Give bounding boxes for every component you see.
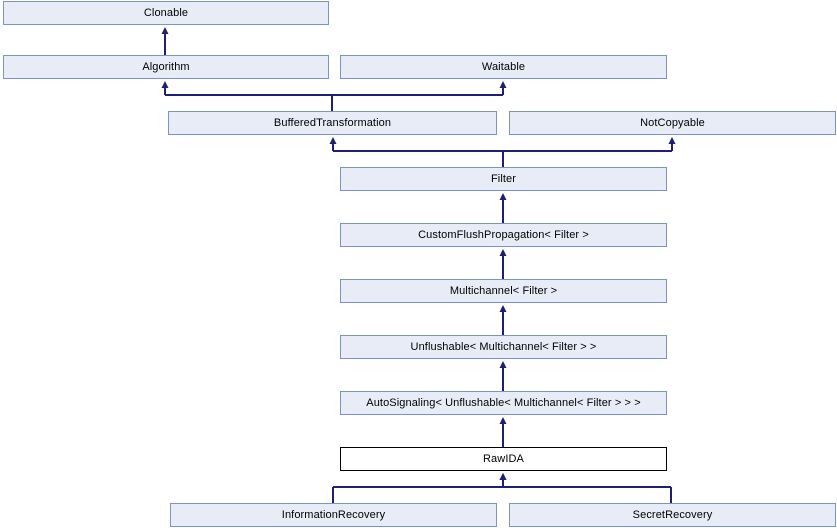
class-node-label: Waitable — [481, 60, 526, 73]
class-node-label: Unflushable< Multichannel< Filter > > — [410, 340, 597, 353]
class-node-multichannel[interactable]: Multichannel< Filter > — [340, 279, 667, 303]
inheritance-arrow-secretrec-to-rawida — [499, 473, 672, 503]
class-node-autosignaling[interactable]: AutoSignaling< Unflushable< Multichannel… — [340, 391, 667, 415]
class-node-notcopyable[interactable]: NotCopyable — [509, 111, 836, 135]
class-node-waitable[interactable]: Waitable — [340, 55, 667, 79]
class-node-bufferedtrans[interactable]: BufferedTransformation — [168, 111, 497, 135]
inheritance-arrow-filter-to-notcopyable — [502, 137, 676, 167]
class-node-filter[interactable]: Filter — [340, 167, 667, 191]
inheritance-arrow-filter-to-bufferedtrans — [329, 137, 504, 167]
class-node-clonable[interactable]: Clonable — [3, 1, 329, 25]
inheritance-arrow-bufferedtrans-to-algorithm — [161, 81, 333, 111]
class-node-label: CustomFlushPropagation< Filter > — [418, 228, 589, 241]
class-node-label: Filter — [490, 172, 517, 185]
class-node-customflush[interactable]: CustomFlushPropagation< Filter > — [340, 223, 667, 247]
class-node-algorithm[interactable]: Algorithm — [3, 55, 329, 79]
class-node-label: InformationRecovery — [281, 508, 386, 521]
class-node-secretrec[interactable]: SecretRecovery — [509, 503, 836, 527]
class-node-label: Clonable — [143, 6, 189, 19]
class-node-label: Algorithm — [142, 60, 190, 73]
class-node-unflushable[interactable]: Unflushable< Multichannel< Filter > > — [340, 335, 667, 359]
class-node-label: RawIDA — [483, 452, 524, 465]
inheritance-arrow-rawida-to-autosignaling — [499, 417, 507, 447]
class-node-label: NotCopyable — [640, 116, 705, 129]
inheritance-arrow-bufferedtrans-to-waitable — [331, 81, 507, 111]
inheritance-arrow-multichannel-to-customflush — [499, 249, 507, 279]
class-node-rawida[interactable]: RawIDA — [340, 447, 667, 471]
inheritance-arrow-autosignaling-to-unflushable — [499, 361, 507, 391]
class-node-label: SecretRecovery — [632, 508, 713, 521]
inheritance-arrow-algorithm-to-clonable — [161, 27, 169, 55]
inheritance-arrow-customflush-to-filter — [499, 193, 507, 223]
inheritance-arrow-informationrec-to-rawida — [332, 473, 507, 503]
class-node-label: BufferedTransformation — [273, 116, 392, 129]
class-node-informationrec[interactable]: InformationRecovery — [170, 503, 497, 527]
class-node-label: Multichannel< Filter > — [449, 284, 558, 297]
inheritance-arrow-unflushable-to-multichannel — [499, 305, 507, 335]
class-node-label: AutoSignaling< Unflushable< Multichannel… — [366, 396, 641, 409]
